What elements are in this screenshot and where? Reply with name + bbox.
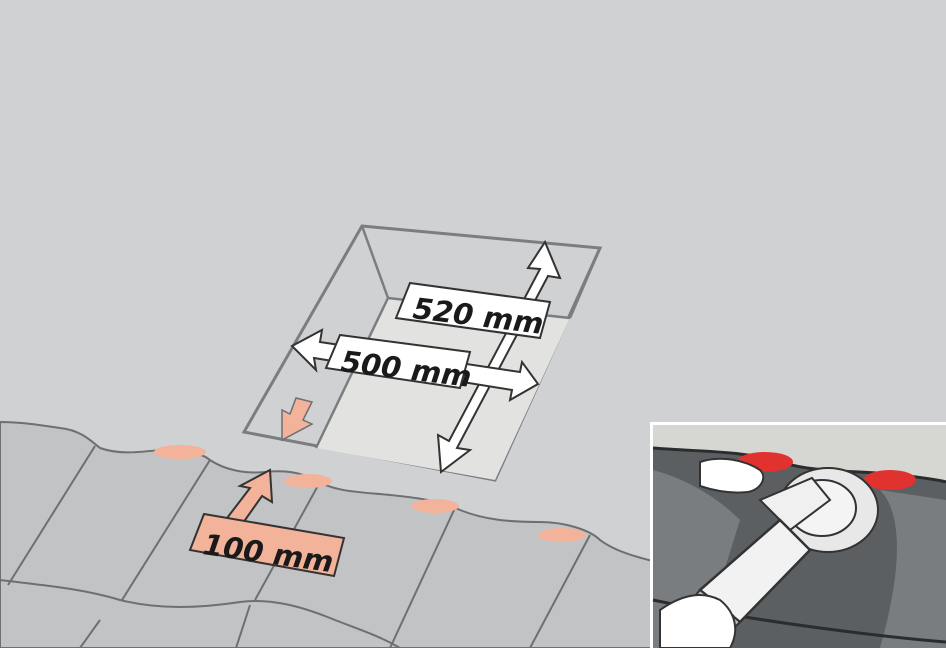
cutting-detail-inset	[650, 422, 946, 648]
arrow-down-left-icon	[281, 397, 314, 442]
right-hand	[659, 594, 737, 648]
left-hand	[699, 457, 765, 494]
roof-tiles	[0, 420, 681, 648]
width-label-box: 500 mm	[324, 333, 473, 394]
